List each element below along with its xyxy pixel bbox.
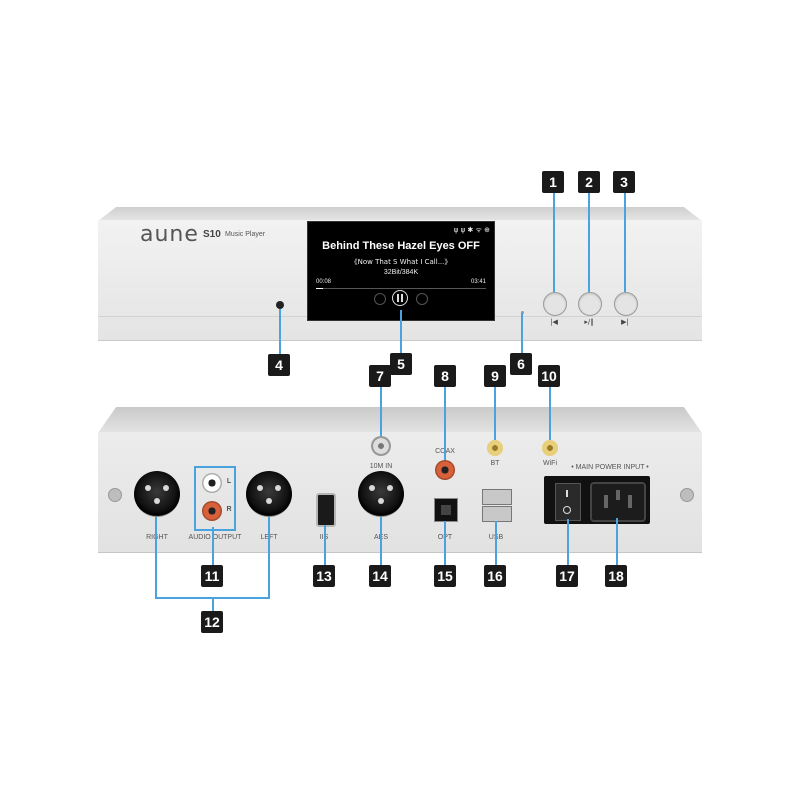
model-name: S10: [203, 229, 221, 240]
callout-line-2: [588, 193, 590, 292]
status-led: [521, 311, 524, 314]
brand-logo: aune: [140, 222, 199, 247]
label-right: RIGHT: [146, 534, 168, 541]
callout-line-16: [495, 521, 497, 565]
prev-button[interactable]: [543, 292, 567, 316]
callout-17: 17: [556, 565, 578, 587]
callout-1: 1: [542, 171, 564, 193]
callout-line-12b: [268, 517, 270, 598]
rca-highlight-box: [194, 466, 236, 531]
album-title: 《Now That S What I Call...》: [350, 258, 452, 266]
progress-track: [316, 288, 486, 289]
ir-sensor: [276, 301, 284, 309]
next-button[interactable]: [614, 292, 638, 316]
shuffle-icon: [416, 293, 428, 305]
callout-line-17: [567, 519, 569, 565]
iis-port[interactable]: [316, 493, 336, 527]
label-wifi: WiFi: [543, 460, 557, 467]
callout-line-12c: [212, 597, 214, 611]
next-button-label: ▶|: [621, 318, 629, 326]
callout-line-3: [624, 193, 626, 292]
time-elapsed: 00:08: [316, 279, 332, 285]
callout-line-1: [553, 193, 555, 292]
callout-12: 12: [201, 611, 223, 633]
play-pause-button[interactable]: [578, 292, 602, 316]
callout-line-8: [444, 386, 446, 460]
callout-2: 2: [578, 171, 600, 193]
callout-6: 6: [510, 353, 532, 375]
prev-button-label: |◀: [550, 318, 558, 326]
usb-port-top[interactable]: [482, 489, 512, 505]
rca-right-output[interactable]: [202, 501, 222, 521]
10m-in-bnc[interactable]: [371, 436, 391, 456]
callout-9: 9: [484, 365, 506, 387]
repeat-icon: [374, 293, 386, 305]
wifi-antenna-port[interactable]: [542, 440, 558, 456]
callout-line-7: [380, 386, 382, 436]
callout-14: 14: [369, 565, 391, 587]
callout-4: 4: [268, 354, 290, 376]
callout-line-15: [444, 521, 446, 565]
callout-11: 11: [201, 565, 223, 587]
xlr-right-output[interactable]: [134, 471, 180, 517]
bt-antenna-port[interactable]: [487, 440, 503, 456]
screw-right: [680, 488, 694, 502]
callout-15: 15: [434, 565, 456, 587]
callout-line-11: [212, 527, 214, 565]
label-rca-l: L: [226, 478, 232, 485]
callout-line-14: [380, 517, 382, 565]
status-icons: ψ ψ ✱ ᯤ ⊕: [453, 226, 490, 234]
display-screen: ψ ψ ✱ ᯤ ⊕ Behind These Hazel Eyes OFF 《N…: [307, 221, 495, 321]
xlr-left-output[interactable]: [246, 471, 292, 517]
rear-panel-top: [98, 407, 702, 433]
callout-line-12a: [155, 517, 157, 598]
play-button-label: ▸/‖: [584, 318, 594, 326]
callout-7: 7: [369, 365, 391, 387]
label-audio-output: AUDIO OUTPUT: [188, 534, 242, 541]
callout-8: 8: [434, 365, 456, 387]
callout-10: 10: [538, 365, 560, 387]
usb-port-bottom[interactable]: [482, 506, 512, 522]
label-rca-r: R: [226, 506, 232, 513]
power-switch[interactable]: [555, 483, 581, 521]
callout-18: 18: [605, 565, 627, 587]
model-subtitle: Music Player: [225, 231, 266, 238]
callout-line-13: [324, 525, 326, 565]
progress-fill: [316, 288, 323, 289]
callout-line-6: [521, 313, 523, 353]
screw-left: [108, 488, 122, 502]
callout-line-4: [279, 309, 281, 354]
aes-input[interactable]: [358, 471, 404, 517]
label-bt: BT: [490, 460, 500, 467]
optical-input[interactable]: [434, 498, 458, 522]
label-10m-in: 10M IN: [369, 463, 393, 470]
callout-13: 13: [313, 565, 335, 587]
callout-3: 3: [613, 171, 635, 193]
callout-16: 16: [484, 565, 506, 587]
coax-input[interactable]: [435, 460, 455, 480]
label-main-power: • MAIN POWER INPUT •: [571, 464, 649, 471]
callout-line-18: [616, 518, 618, 565]
audio-format: 32Bit/384K: [383, 269, 419, 276]
iec-power-inlet[interactable]: [590, 482, 646, 522]
callout-line-9: [494, 386, 496, 440]
rca-left-output[interactable]: [202, 473, 222, 493]
time-total: 03:41: [470, 279, 486, 285]
track-title: Behind These Hazel Eyes OFF: [322, 240, 480, 252]
callout-5: 5: [390, 353, 412, 375]
front-panel-top: [98, 207, 702, 221]
callout-line-10: [549, 386, 551, 440]
pause-icon: [392, 290, 408, 306]
callout-line-5: [400, 310, 402, 353]
